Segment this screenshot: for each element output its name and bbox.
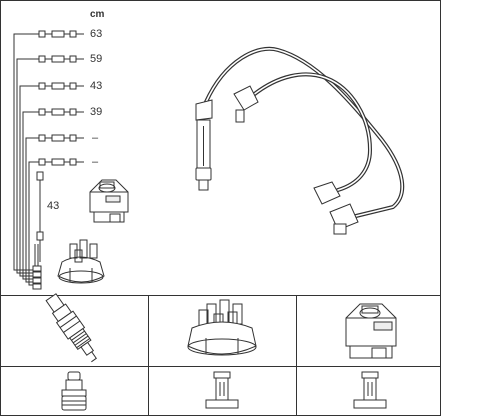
- spark-plug-terminal-connector-icon: [61, 371, 87, 411]
- coil-terminal-connector-icon: [353, 371, 387, 409]
- distributor-cap-icon: [57, 239, 105, 284]
- lead-4: [38, 108, 84, 116]
- unit-label: cm: [90, 9, 105, 20]
- lead-2: [38, 55, 84, 63]
- ignition-coil-icon: [89, 179, 129, 223]
- table-grid: [0, 0, 441, 416]
- lead-length-4: 39: [90, 106, 103, 118]
- lead-length-6: –: [92, 156, 99, 168]
- ignition-lead-set-icon: [13, 30, 84, 290]
- lead-6: [38, 158, 84, 166]
- lead-3: [38, 82, 84, 90]
- lead-length-2: 59: [90, 53, 103, 65]
- lead-bundle: [13, 33, 39, 286]
- ignition-coil-icon: [345, 303, 397, 359]
- lead-length-5: –: [92, 132, 99, 144]
- lead-5: [38, 134, 84, 142]
- lead-terminal-stack: [32, 244, 42, 290]
- distributor-cap-icon: [187, 299, 257, 356]
- cap-terminal-connector-icon: [205, 371, 239, 409]
- coil-lead: [36, 171, 44, 262]
- plug-boot-angled-lower: [313, 181, 359, 235]
- lead-1: [38, 30, 84, 38]
- plug-boot-straight: [195, 99, 213, 191]
- coil-lead-length: 43: [47, 200, 60, 212]
- spark-plug-icon: [45, 293, 97, 363]
- lead-length-3: 43: [90, 80, 103, 92]
- lead-length-1: 63: [90, 28, 103, 40]
- spark-plug-wire-set-icon: [195, 46, 405, 235]
- plug-boot-angled-top: [233, 85, 259, 123]
